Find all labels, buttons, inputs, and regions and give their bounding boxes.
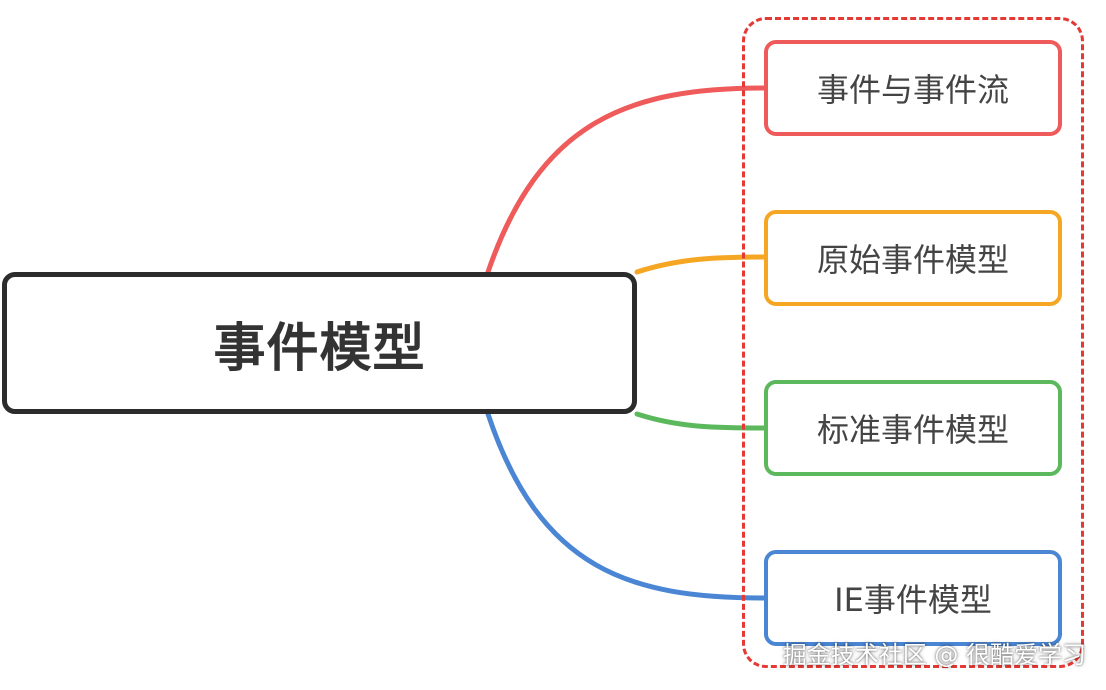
connector-1 bbox=[485, 85, 767, 275]
child-node-2-label: 原始事件模型 bbox=[816, 241, 1009, 279]
root-node-label: 事件模型 bbox=[213, 318, 426, 379]
connector-2 bbox=[634, 254, 767, 275]
child-node-4-label: IE事件模型 bbox=[834, 581, 992, 619]
child-node-3[interactable]: 标准事件模型 bbox=[764, 380, 1062, 476]
child-node-1-label: 事件与事件流 bbox=[816, 71, 1009, 109]
child-node-1[interactable]: 事件与事件流 bbox=[764, 40, 1062, 136]
connector-3 bbox=[634, 411, 767, 431]
child-group-frame bbox=[742, 17, 1084, 668]
child-node-4[interactable]: IE事件模型 bbox=[764, 550, 1062, 646]
child-node-3-label: 标准事件模型 bbox=[816, 411, 1009, 449]
watermark: 掘金技术社区 @ 很酷爱学习 bbox=[782, 641, 1086, 669]
connector-4 bbox=[485, 411, 767, 601]
child-node-2[interactable]: 原始事件模型 bbox=[764, 210, 1062, 306]
root-node[interactable]: 事件模型 bbox=[2, 272, 637, 414]
